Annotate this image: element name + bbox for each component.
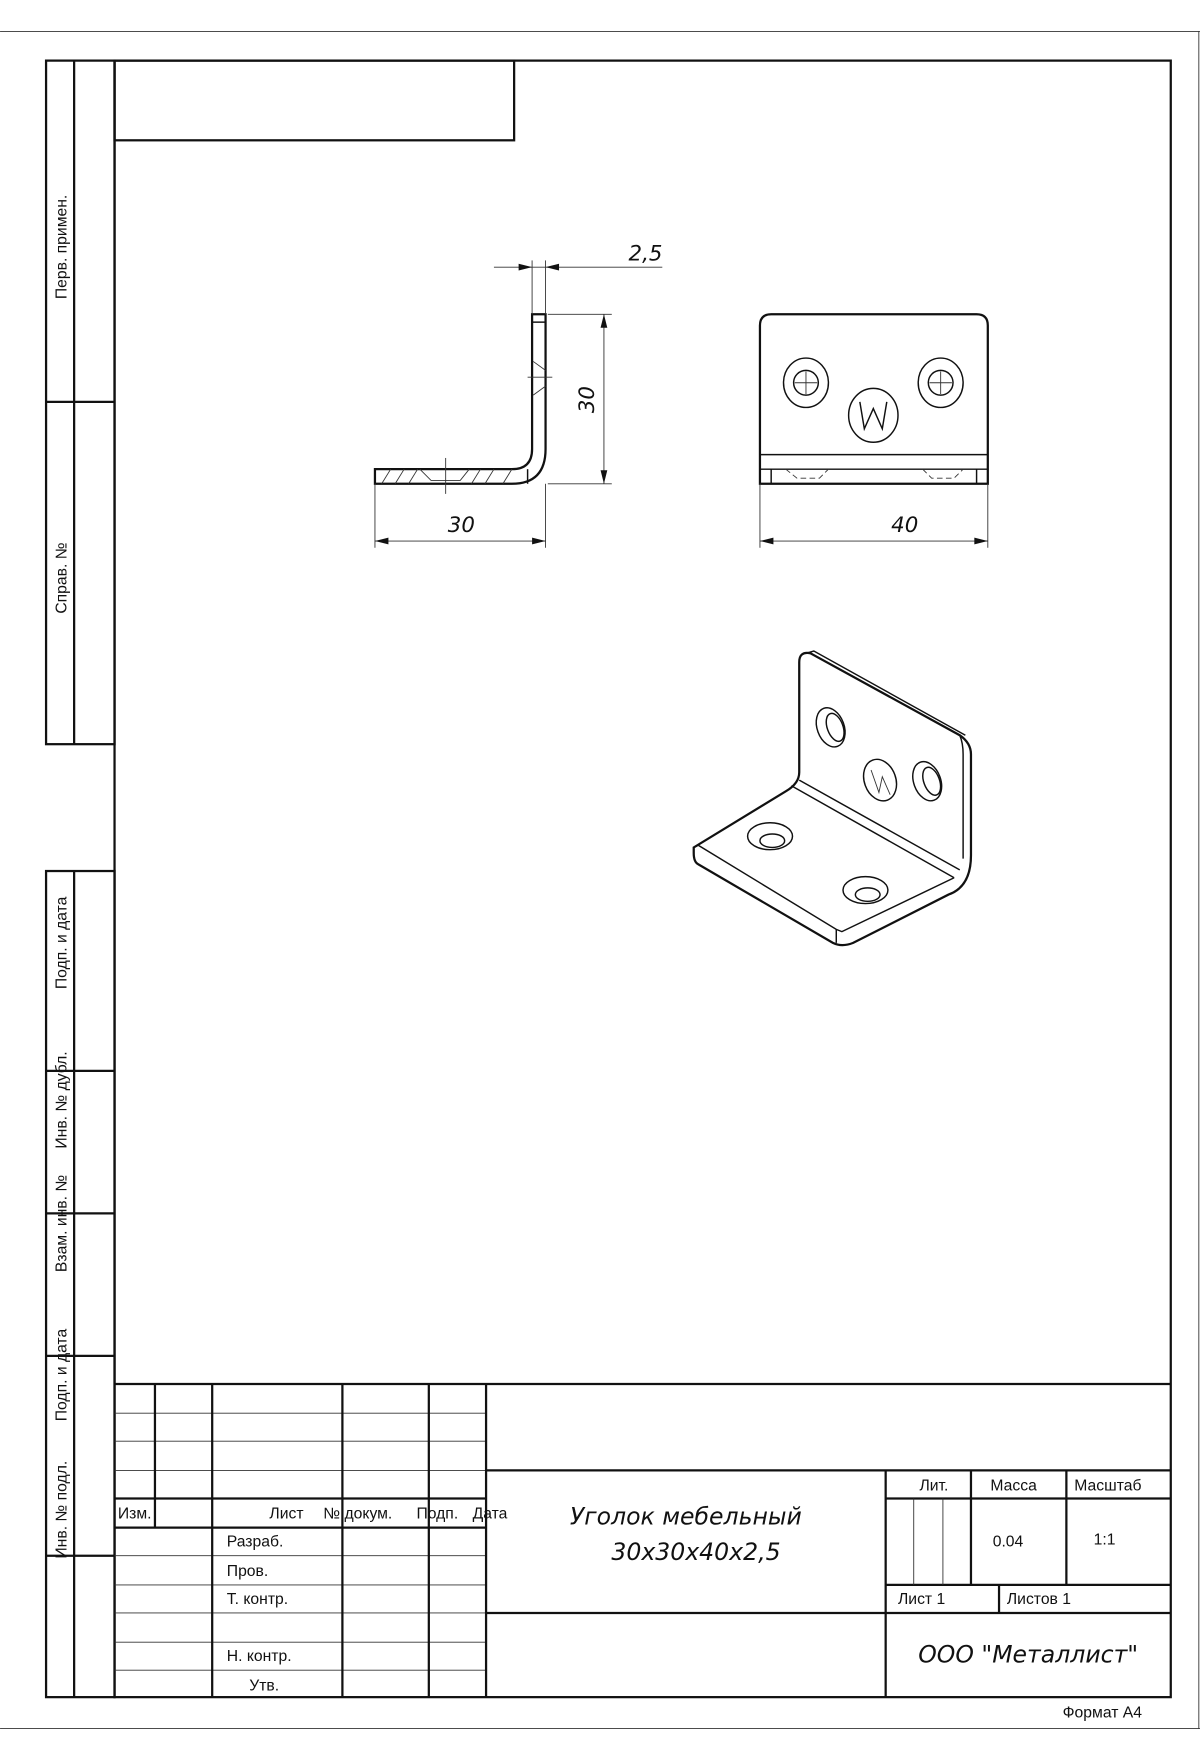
revision-grid [114, 1383, 488, 1698]
label-podp-data-1: Подп. и дата [53, 896, 70, 989]
role-prov: Пров. [227, 1563, 268, 1580]
dim-thickness: 2,5 [629, 241, 663, 266]
col-data: Дата [473, 1506, 508, 1523]
label-sprav-no: Справ. № [53, 542, 70, 613]
label-podp-data-2: Подп. и дата [53, 1328, 70, 1421]
masshtab-label: Масштаб [1074, 1478, 1141, 1495]
role-razrab: Разраб. [227, 1534, 284, 1551]
masshtab-value: 1:1 [1094, 1531, 1116, 1548]
iso-logo-icon [862, 758, 898, 802]
dim-depth: 30 [448, 513, 475, 538]
massa-value: 0.04 [993, 1534, 1024, 1551]
isometric-view [692, 650, 973, 947]
sheet-frame [0, 30, 1200, 1730]
sheet-format: Формат А4 [1063, 1704, 1143, 1721]
sheet-number: Лист 1 [898, 1591, 945, 1608]
hole-right-icon [917, 357, 964, 409]
dim-width: 40 [891, 513, 918, 538]
label-perv-primen: Перв. примен. [53, 195, 70, 299]
organization-name: ООО "Металлист" [918, 1640, 1138, 1668]
drawing-title-line2: 30x30x40x2,5 [611, 1538, 780, 1566]
col-n-dokum: № докум. [323, 1506, 392, 1523]
logo-emblem-icon [847, 387, 899, 443]
top-left-box [113, 59, 516, 142]
role-n-kontr: Н. контр. [227, 1648, 292, 1665]
role-utv: Утв. [249, 1677, 279, 1694]
hatching [381, 468, 513, 485]
role-t-kontr: Т. контр. [227, 1591, 288, 1608]
col-list: Лист [269, 1506, 303, 1523]
front-view: 40 [758, 313, 989, 548]
label-inv-dubl: Инв. № дубл. [53, 1051, 70, 1148]
col-izm: Изм. [118, 1506, 152, 1523]
lit-label: Лит. [919, 1478, 948, 1495]
drawing-title-line1: Уголок мебельный [570, 1502, 802, 1530]
side-view: 2,5 30 30 [373, 241, 663, 548]
sheet-count: Листов 1 [1007, 1591, 1071, 1608]
label-inv-podl: Инв. № подл. [53, 1461, 70, 1559]
title-block: Изм. Лист № докум. Подп. Дата Разраб. Пр… [114, 1382, 1171, 1721]
massa-label: Масса [990, 1478, 1037, 1495]
side-strip: Перв. примен. Справ. № Подп. и дата Инв.… [44, 59, 116, 1699]
dim-height: 30 [575, 386, 600, 413]
col-podp: Подп. [416, 1506, 458, 1523]
hole-left-icon [782, 357, 830, 409]
label-vzam-inv: Взам. инв. № [53, 1175, 70, 1272]
